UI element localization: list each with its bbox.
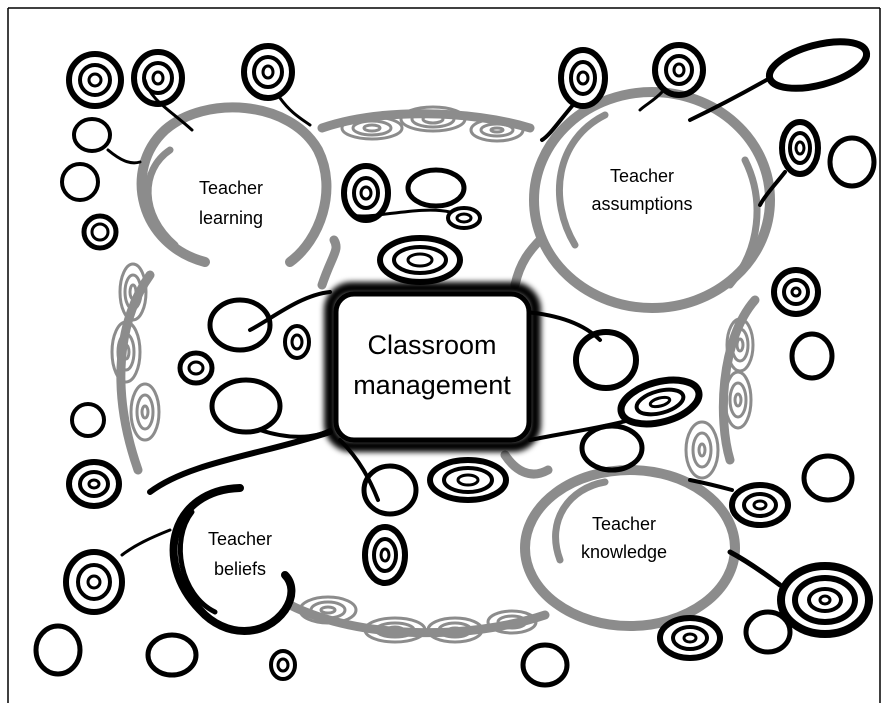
spiral-chain-top — [340, 105, 525, 143]
node-teacher-beliefs: Teacher beliefs — [208, 529, 272, 579]
node-teacher-learning: Teacher learning — [199, 178, 263, 228]
node-label-line1: Teacher — [199, 178, 263, 198]
node-ring-learning — [136, 102, 332, 267]
node-label-line1: Teacher — [610, 166, 674, 186]
node-label-line2: learning — [199, 208, 263, 228]
center-box: Classroom management — [324, 282, 541, 452]
center-label-line2: management — [353, 370, 511, 400]
node-ring-knowledge — [520, 465, 740, 631]
spiral-chain-right — [684, 317, 755, 480]
black-spiral-branches — [33, 38, 877, 688]
node-label-line1: Teacher — [592, 514, 656, 534]
node-label-line2: beliefs — [214, 559, 266, 579]
node-label-line1: Teacher — [208, 529, 272, 549]
node-ring-beliefs — [147, 429, 333, 635]
node-label-line2: knowledge — [581, 542, 667, 562]
node-ring-assumptions — [529, 87, 775, 313]
center-label-line1: Classroom — [367, 330, 496, 360]
node-teacher-assumptions: Teacher assumptions — [591, 166, 692, 214]
node-teacher-knowledge: Teacher knowledge — [581, 514, 667, 562]
spiral-chain-left — [110, 262, 161, 442]
figure-border — [7, 7, 881, 703]
node-label-line2: assumptions — [591, 194, 692, 214]
spiral-chain-bottom — [298, 595, 538, 644]
